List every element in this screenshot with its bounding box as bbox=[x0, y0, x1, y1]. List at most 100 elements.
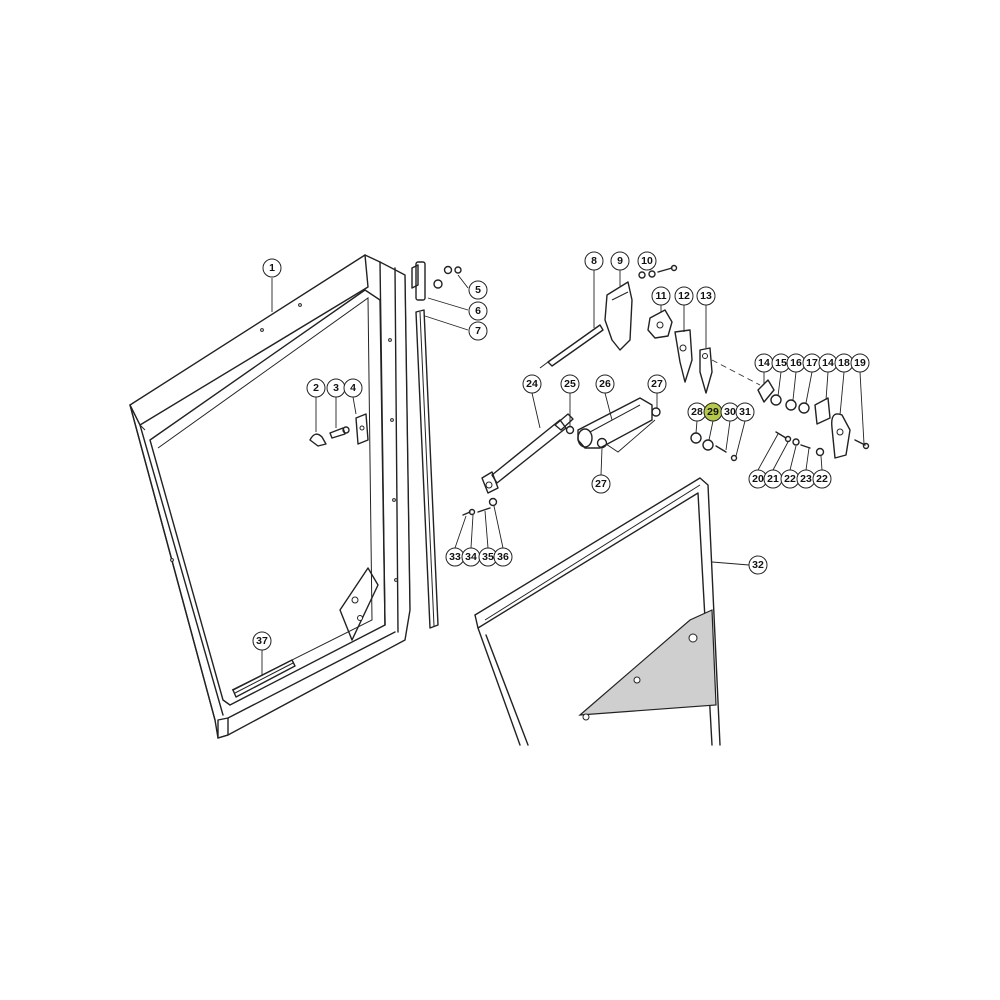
callout-31: 31 bbox=[735, 402, 755, 422]
svg-text:36: 36 bbox=[497, 551, 509, 563]
leader-lines bbox=[261, 270, 865, 676]
door-glass bbox=[474, 477, 721, 746]
release-lever bbox=[699, 347, 713, 394]
callout-22b: 22 bbox=[812, 469, 832, 489]
lock-rod bbox=[539, 324, 604, 369]
callout-14b: 14 bbox=[818, 353, 838, 373]
svg-text:12: 12 bbox=[678, 290, 690, 302]
svg-text:31: 31 bbox=[739, 406, 751, 418]
gas-strut bbox=[481, 413, 574, 494]
svg-text:9: 9 bbox=[617, 255, 623, 267]
screws bbox=[638, 264, 678, 279]
callout-22: 22 bbox=[780, 469, 800, 489]
callout-29[interactable]: 29 bbox=[703, 402, 723, 422]
svg-text:34: 34 bbox=[465, 551, 477, 563]
hinge-bracket bbox=[411, 261, 462, 301]
svg-text:22: 22 bbox=[784, 473, 796, 485]
strut-fixings bbox=[462, 497, 498, 516]
callout-24: 24 bbox=[522, 374, 542, 394]
callout-10: 10 bbox=[637, 251, 657, 271]
svg-text:2: 2 bbox=[313, 382, 319, 394]
svg-text:26: 26 bbox=[599, 378, 611, 390]
callout-32: 32 bbox=[748, 555, 768, 575]
callout-9: 9 bbox=[610, 251, 630, 271]
callout-19: 19 bbox=[850, 353, 870, 373]
callout-37: 37 bbox=[252, 631, 272, 651]
callout-17: 17 bbox=[802, 353, 822, 373]
door-frame bbox=[129, 254, 411, 739]
svg-text:22: 22 bbox=[816, 473, 828, 485]
svg-text:19: 19 bbox=[854, 357, 866, 369]
svg-text:14: 14 bbox=[822, 357, 834, 369]
svg-text:6: 6 bbox=[475, 305, 481, 317]
callout-27: 27 bbox=[647, 374, 667, 394]
svg-text:29: 29 bbox=[707, 406, 719, 418]
svg-text:4: 4 bbox=[350, 382, 356, 394]
callout-20: 20 bbox=[748, 469, 768, 489]
svg-text:8: 8 bbox=[591, 255, 597, 267]
callout-34: 34 bbox=[461, 547, 481, 567]
callout-13: 13 bbox=[696, 286, 716, 306]
callout-36: 36 bbox=[493, 547, 513, 567]
callout-25: 25 bbox=[560, 374, 580, 394]
seal-strip bbox=[415, 309, 439, 629]
svg-text:37: 37 bbox=[256, 635, 268, 647]
grab-handle bbox=[577, 397, 653, 449]
handle-washers bbox=[596, 407, 661, 453]
svg-text:5: 5 bbox=[475, 284, 481, 296]
svg-text:20: 20 bbox=[752, 473, 764, 485]
svg-text:7: 7 bbox=[475, 325, 481, 337]
svg-text:28: 28 bbox=[691, 406, 703, 418]
svg-text:18: 18 bbox=[838, 357, 850, 369]
svg-text:17: 17 bbox=[806, 357, 818, 369]
callout-33: 33 bbox=[445, 547, 465, 567]
latch-small-parts bbox=[309, 413, 369, 447]
rubber-strip bbox=[232, 659, 296, 698]
callout-2: 2 bbox=[306, 378, 326, 398]
latch-mechanism bbox=[647, 309, 673, 339]
callout-8: 8 bbox=[584, 251, 604, 271]
svg-text:32: 32 bbox=[752, 559, 764, 571]
callout-15: 15 bbox=[771, 353, 791, 373]
callout-16: 16 bbox=[786, 353, 806, 373]
callout-27b: 27 bbox=[591, 474, 611, 494]
svg-text:33: 33 bbox=[449, 551, 461, 563]
strut-nut bbox=[565, 425, 575, 435]
callout-5: 5 bbox=[468, 280, 488, 300]
callout-1: 1 bbox=[262, 258, 282, 278]
callout-11: 11 bbox=[651, 286, 671, 306]
svg-text:14: 14 bbox=[758, 357, 770, 369]
callout-4: 4 bbox=[343, 378, 363, 398]
lock-cylinder-parts bbox=[757, 379, 870, 459]
callout-30: 30 bbox=[720, 402, 740, 422]
callout-21: 21 bbox=[763, 469, 783, 489]
callout-26: 26 bbox=[595, 374, 615, 394]
callout-23: 23 bbox=[796, 469, 816, 489]
svg-text:1: 1 bbox=[269, 262, 275, 274]
svg-text:23: 23 bbox=[800, 473, 812, 485]
callout-3: 3 bbox=[326, 378, 346, 398]
svg-text:11: 11 bbox=[655, 290, 666, 302]
svg-text:27: 27 bbox=[595, 478, 607, 490]
callout-12: 12 bbox=[674, 286, 694, 306]
svg-text:30: 30 bbox=[724, 406, 736, 418]
callout-18: 18 bbox=[834, 353, 854, 373]
svg-text:24: 24 bbox=[526, 378, 538, 390]
lock-screws bbox=[775, 431, 825, 457]
assembly-line bbox=[711, 359, 761, 386]
callout-28: 28 bbox=[687, 402, 707, 422]
svg-text:21: 21 bbox=[767, 473, 779, 485]
svg-text:10: 10 bbox=[641, 255, 653, 267]
svg-text:16: 16 bbox=[790, 357, 802, 369]
latch-plate bbox=[674, 329, 693, 383]
callout-7: 7 bbox=[468, 321, 488, 341]
svg-text:35: 35 bbox=[482, 551, 494, 563]
callout-14: 14 bbox=[754, 353, 774, 373]
callout-6: 6 bbox=[468, 301, 488, 321]
svg-text:27: 27 bbox=[651, 378, 663, 390]
handle-cover bbox=[604, 281, 633, 351]
svg-text:15: 15 bbox=[775, 357, 787, 369]
handle-fixings bbox=[690, 432, 738, 462]
svg-text:13: 13 bbox=[700, 290, 712, 302]
